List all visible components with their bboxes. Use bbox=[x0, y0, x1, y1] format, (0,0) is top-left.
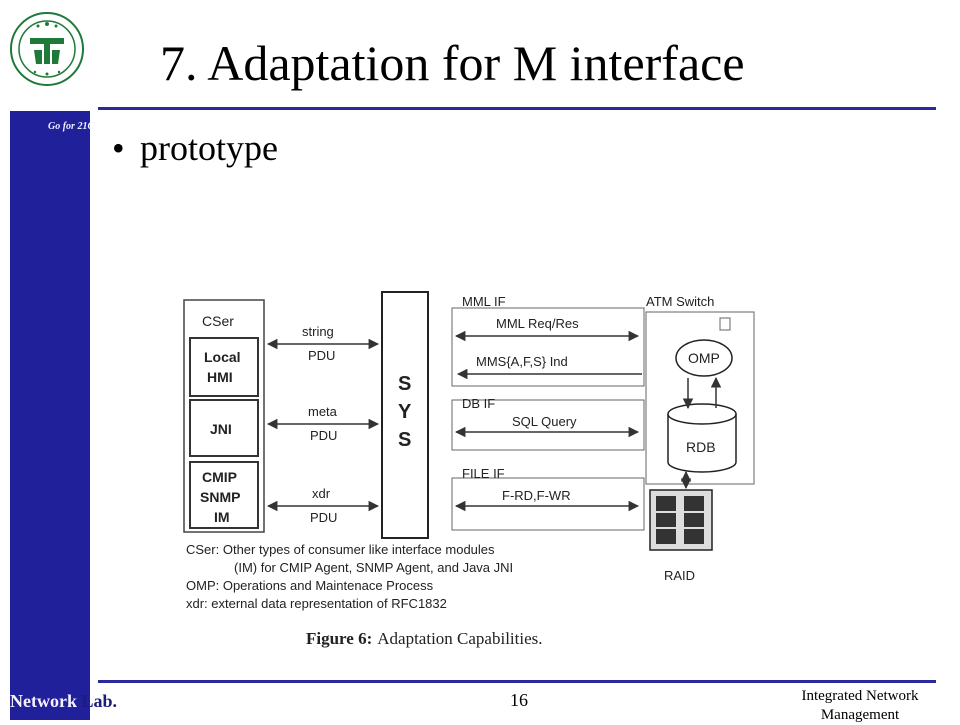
interface-message: F-RD,F-WR bbox=[502, 488, 571, 503]
slide-title: 7. Adaptation for M interface bbox=[160, 35, 745, 91]
interface-name: FILE IF bbox=[462, 466, 505, 481]
mml-if-box bbox=[451, 307, 645, 387]
sys-box bbox=[381, 291, 429, 539]
arrow-label: string bbox=[302, 324, 334, 339]
rdb-cylinder bbox=[667, 414, 737, 473]
interface-message: SQL Query bbox=[512, 414, 577, 429]
atm-indicator bbox=[719, 317, 731, 331]
module-text: HMI bbox=[207, 369, 233, 385]
legend-line: (IM) for CMIP Agent, SNMP Agent, and Jav… bbox=[234, 560, 513, 575]
module-text: Local bbox=[204, 349, 241, 365]
sys-letter: S bbox=[398, 373, 411, 395]
module-text: IM bbox=[214, 509, 230, 525]
footer-lab-first: Network bbox=[10, 691, 77, 711]
legend-line: xdr: external data representation of RFC… bbox=[186, 596, 447, 611]
interface-name: MML IF bbox=[462, 294, 506, 309]
omp-ellipse bbox=[675, 339, 733, 377]
module-cmip-snmp-im bbox=[189, 461, 259, 529]
omp-label: OMP bbox=[688, 350, 720, 366]
module-text: SNMP bbox=[200, 489, 240, 505]
atm-label: ATM Switch bbox=[646, 294, 714, 309]
cser-box bbox=[183, 299, 265, 533]
raid-bay bbox=[684, 496, 704, 544]
bullet-dot: • bbox=[112, 128, 125, 168]
arrow-label: meta bbox=[308, 404, 338, 419]
module-text: CMIP bbox=[202, 469, 237, 485]
page-number: 16 bbox=[510, 690, 528, 710]
module-text: JNI bbox=[210, 421, 232, 437]
title-divider bbox=[98, 107, 936, 110]
university-logo bbox=[10, 12, 84, 86]
raid-bay bbox=[656, 496, 676, 544]
file-if-box bbox=[451, 477, 645, 531]
arrow-label: xdr bbox=[312, 486, 331, 501]
caption-text: Adaptation Capabilities. bbox=[377, 629, 542, 648]
caption-number: Figure 6: bbox=[306, 629, 372, 648]
sys-letter: S bbox=[398, 429, 411, 451]
rdb-cylinder-top bbox=[667, 403, 737, 425]
raid-label: RAID bbox=[664, 568, 695, 583]
db-if-box bbox=[451, 399, 645, 451]
cser-label: CSer bbox=[202, 313, 234, 329]
module-jni bbox=[189, 399, 259, 457]
figure-caption: Figure 6: Adaptation Capabilities. bbox=[306, 629, 543, 648]
arrow-label: PDU bbox=[308, 348, 335, 363]
adaptation-figure: CSer Local HMI JNI CMIP SNMP IM S Y S st… bbox=[183, 291, 755, 648]
footer-lab-second: Lab. bbox=[81, 691, 118, 711]
footer-divider bbox=[98, 680, 936, 683]
interface-message: MML Req/Res bbox=[496, 316, 579, 331]
arrow-label: PDU bbox=[310, 428, 337, 443]
rdb-label: RDB bbox=[686, 439, 716, 455]
interface-message: MMS{A,F,S} Ind bbox=[476, 354, 568, 369]
course-title: Integrated Network Management bbox=[801, 688, 919, 723]
interface-name: DB IF bbox=[462, 396, 495, 411]
arrow-label: PDU bbox=[310, 510, 337, 525]
legend-line: CSer: Other types of consumer like inter… bbox=[186, 542, 495, 557]
sidebar-band bbox=[10, 111, 90, 720]
atm-switch-box bbox=[645, 311, 755, 485]
sidebar-motto: Go for 21C bbox=[48, 121, 95, 132]
footer-lab-name: Network Lab. bbox=[10, 691, 117, 712]
sys-letter: Y bbox=[398, 401, 412, 423]
bullet-text: prototype bbox=[140, 128, 278, 168]
legend-line: OMP: Operations and Maintenace Process bbox=[186, 578, 434, 593]
bullet-item: • prototype bbox=[112, 127, 278, 169]
module-local-hmi bbox=[189, 337, 259, 397]
